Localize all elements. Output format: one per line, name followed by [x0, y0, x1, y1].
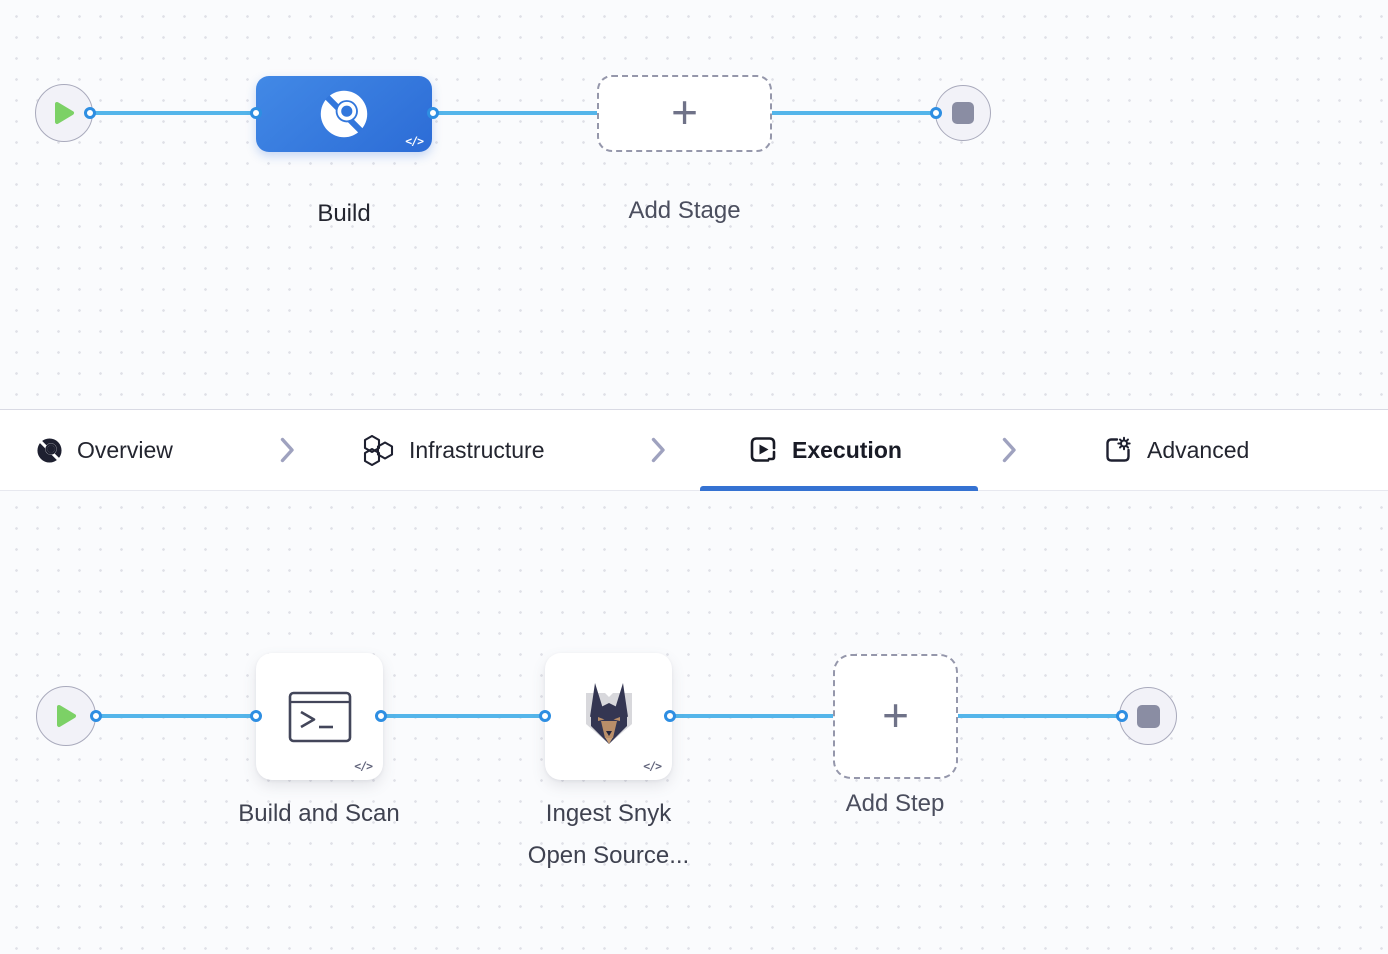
step-label-line2: Open Source... — [527, 842, 690, 869]
hexagons-icon — [363, 434, 394, 466]
terminal-icon — [288, 691, 351, 742]
add-step-button[interactable]: + — [833, 654, 958, 779]
tab-label: Infrastructure — [409, 436, 545, 463]
connector-port[interactable] — [375, 710, 387, 722]
stage-graph-canvas: </> + Build Add Stage — [0, 0, 1388, 409]
stop-icon — [952, 102, 974, 124]
connector-port[interactable] — [250, 710, 262, 722]
connector-line — [772, 111, 936, 115]
play-icon — [57, 705, 76, 727]
connector-port[interactable] — [84, 107, 96, 119]
tab-execution[interactable]: Execution — [748, 410, 902, 490]
connector-line — [381, 714, 545, 718]
code-view-badge: </> — [354, 759, 373, 773]
code-view-badge: </> — [643, 759, 662, 773]
step-label: Build and Scan — [238, 800, 400, 827]
connector-port[interactable] — [250, 107, 262, 119]
plus-icon: + — [882, 688, 909, 741]
connector-line — [670, 714, 833, 718]
tab-infrastructure[interactable]: Infrastructure — [361, 410, 545, 490]
connector-port[interactable] — [90, 710, 102, 722]
play-icon — [55, 102, 74, 124]
connector-line — [90, 111, 256, 115]
stage-tab-bar: Overview Infrastructure Execution — [0, 409, 1388, 491]
snyk-dog-icon — [585, 682, 632, 744]
step-card-ingest-snyk[interactable]: </> — [545, 653, 672, 780]
connector-line — [96, 714, 256, 718]
chevron-right-icon — [280, 437, 294, 463]
stop-icon — [1136, 704, 1160, 728]
connector-line — [433, 111, 597, 115]
tab-advanced[interactable]: Advanced — [1103, 410, 1249, 490]
play-box-icon — [750, 437, 776, 462]
add-step-label: Add Step — [845, 790, 945, 817]
connector-port[interactable] — [930, 107, 942, 119]
code-view-badge: </> — [405, 134, 424, 148]
connector-port[interactable] — [1116, 710, 1128, 722]
chevron-right-icon — [1002, 437, 1016, 463]
stage-label: Build — [317, 200, 371, 227]
add-stage-label: Add Stage — [628, 197, 741, 224]
gear-page-icon — [1106, 436, 1131, 462]
ci-overview-icon — [37, 437, 62, 463]
add-stage-button[interactable]: + — [597, 75, 772, 152]
connector-line — [958, 714, 1122, 718]
execution-start-node[interactable] — [36, 686, 96, 746]
step-card-build-and-scan[interactable]: </> — [256, 653, 383, 780]
connector-port[interactable] — [539, 710, 551, 722]
connector-port[interactable] — [427, 107, 439, 119]
step-label: Ingest Snyk Open Source... — [506, 793, 711, 877]
tab-label: Advanced — [1147, 436, 1250, 463]
step-label-line1: Ingest Snyk — [545, 800, 672, 827]
pipeline-end-node[interactable] — [935, 85, 991, 141]
active-tab-underline — [700, 486, 978, 491]
tab-overview[interactable]: Overview — [36, 410, 173, 490]
ci-module-icon — [320, 90, 368, 138]
execution-graph-canvas: </> </> + Build and Scan Ingest Snyk Ope… — [0, 491, 1388, 954]
stage-card-build[interactable]: </> — [256, 76, 432, 152]
execution-end-node[interactable] — [1119, 687, 1177, 745]
chevron-right-icon — [651, 437, 665, 463]
tab-label: Overview — [77, 436, 173, 463]
tab-label: Execution — [792, 436, 902, 463]
plus-icon: + — [671, 85, 698, 138]
pipeline-start-node[interactable] — [35, 84, 93, 142]
connector-port[interactable] — [664, 710, 676, 722]
